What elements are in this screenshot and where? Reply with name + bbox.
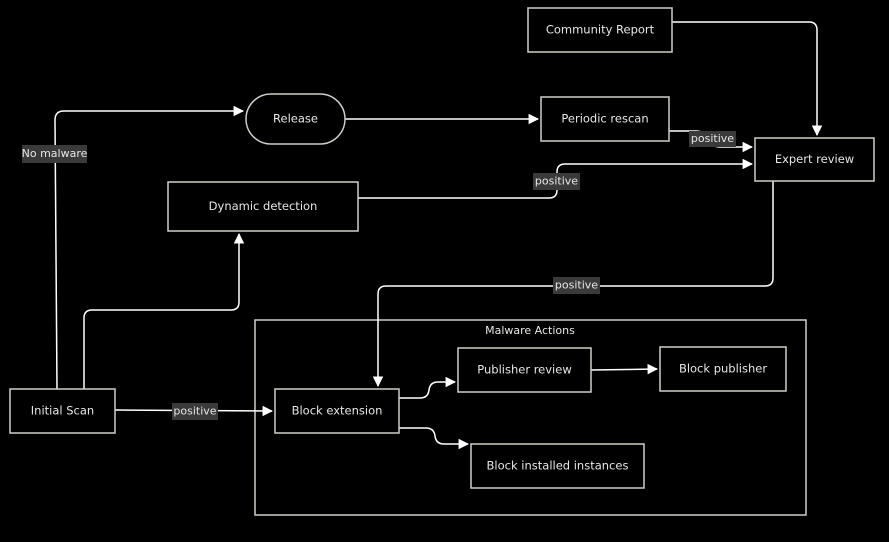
edge-label-periodic-positive: positive (689, 131, 736, 147)
svg-text:positive: positive (691, 132, 734, 145)
edge-initial-to-dynamic (83, 232, 245, 389)
node-periodic-rescan[interactable]: Periodic rescan (540, 96, 670, 142)
edge-label-expert-positive: positive (553, 277, 600, 294)
svg-text:Initial Scan: Initial Scan (31, 404, 94, 418)
svg-text:Block installed instances: Block installed instances (487, 459, 629, 473)
svg-text:Periodic rescan: Periodic rescan (561, 112, 648, 126)
svg-text:Dynamic detection: Dynamic detection (209, 199, 318, 213)
svg-text:Expert review: Expert review (775, 152, 854, 166)
edge-publisher-review-to-block-publisher (590, 363, 659, 375)
edge-label-initial-positive: positive (172, 403, 218, 420)
edge-label-no-malware: No malware (22, 145, 88, 163)
edge-label-dynamic-positive: positive (533, 173, 580, 190)
node-publisher-review[interactable]: Publisher review (457, 347, 592, 393)
node-block-extension[interactable]: Block extension (274, 388, 400, 434)
node-block-publisher[interactable]: Block publisher (659, 346, 787, 392)
svg-text:positive: positive (555, 279, 598, 292)
svg-text:Publisher review: Publisher review (477, 363, 571, 377)
node-release[interactable]: Release (245, 93, 346, 145)
svg-text:No malware: No malware (22, 147, 88, 160)
group-malware-actions-label: Malware Actions (485, 324, 575, 337)
edge-labels: No malware positive positive positive po… (22, 131, 736, 420)
svg-text:Release: Release (273, 112, 318, 126)
node-initial-scan[interactable]: Initial Scan (9, 388, 116, 434)
svg-text:Block publisher: Block publisher (679, 362, 767, 376)
edge-community-to-expert (672, 21, 823, 137)
svg-text:Community Report: Community Report (546, 23, 655, 37)
node-dynamic-detection[interactable]: Dynamic detection (167, 181, 359, 232)
node-block-installed-instances[interactable]: Block installed instances (470, 443, 645, 489)
node-community-report[interactable]: Community Report (527, 7, 673, 53)
nodes: Community Report Release Periodic rescan… (9, 7, 875, 489)
svg-text:positive: positive (535, 175, 578, 188)
edge-initial-to-release (54, 105, 245, 390)
edge-block-to-publisher-review (399, 376, 457, 399)
svg-text:Block extension: Block extension (292, 404, 383, 418)
edge-block-to-installed (399, 427, 470, 450)
node-expert-review[interactable]: Expert review (754, 137, 875, 182)
svg-text:positive: positive (173, 405, 216, 418)
